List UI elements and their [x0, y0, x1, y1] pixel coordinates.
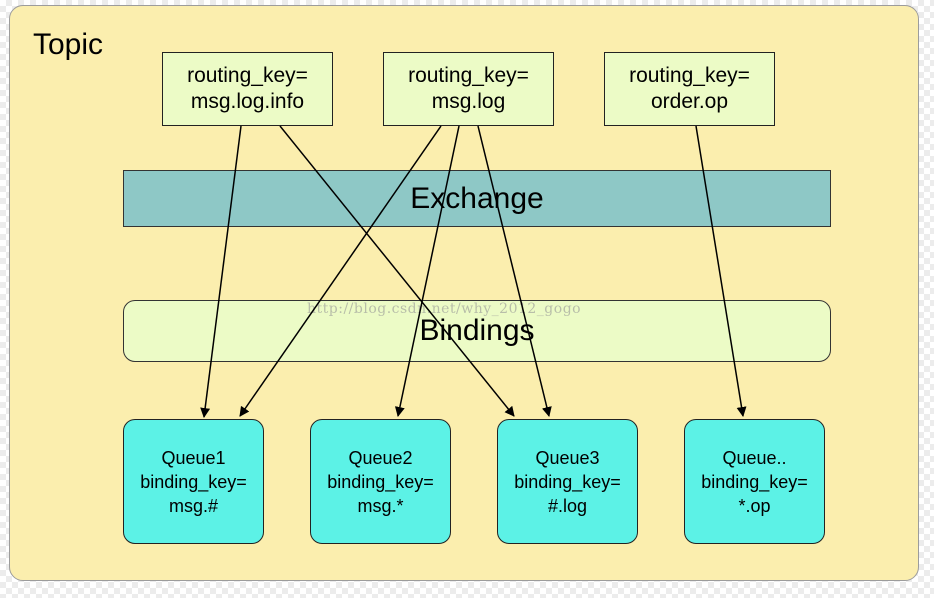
bindings-label: Bindings	[419, 314, 535, 347]
queue-box-more: Queue.. binding_key= *.op	[684, 419, 825, 544]
routing-key-box-msg-log-info: routing_key= msg.log.info	[162, 52, 333, 126]
routing-key-value: msg.log.info	[190, 90, 305, 113]
routing-key-box-msg-log: routing_key= msg.log	[383, 52, 554, 126]
arrow-msg-log-to-queue2	[394, 125, 460, 417]
arrow-msg-log-to-queue3b	[477, 125, 552, 417]
queue-name: Queue3	[535, 447, 600, 468]
binding-key-value: *.op	[738, 495, 771, 516]
routing-key-label: routing_key=	[629, 64, 750, 87]
queue-box-2: Queue2 binding_key= msg.*	[310, 419, 451, 544]
routing-key-value: msg.log	[431, 90, 506, 113]
exchange-bar: Exchange	[123, 170, 831, 227]
binding-key-label: binding_key=	[701, 471, 808, 492]
binding-key-value: #.log	[547, 495, 588, 516]
bindings-bar: Bindings	[123, 300, 831, 362]
binding-key-label: binding_key=	[327, 471, 434, 492]
diagram-title: Topic	[33, 28, 104, 61]
exchange-label: Exchange	[410, 181, 544, 215]
queue-name: Queue1	[161, 447, 226, 468]
binding-key-value: msg.#	[168, 495, 219, 516]
queue-box-3: Queue3 binding_key= #.log	[497, 419, 638, 544]
routing-key-label: routing_key=	[408, 64, 529, 87]
binding-key-value: msg.*	[357, 495, 404, 516]
routing-key-value: order.op	[650, 90, 729, 113]
routing-key-label: routing_key=	[187, 64, 308, 87]
arrow-msg-log-info-to-queue1	[200, 125, 242, 418]
arrow-msg-log-to-queue1	[239, 125, 442, 417]
routing-key-box-order-op: routing_key= order.op	[604, 52, 775, 126]
queue-box-1: Queue1 binding_key= msg.#	[123, 419, 264, 544]
queue-name: Queue..	[722, 447, 787, 468]
arrow-order-op-to-queue-more	[695, 125, 747, 417]
arrow-msg-log-info-to-queue3	[279, 125, 515, 417]
binding-key-label: binding_key=	[514, 471, 621, 492]
watermark-text: http://blog.csdn.net/why_2012_gogo	[307, 301, 582, 317]
queue-name: Queue2	[348, 447, 413, 468]
binding-key-label: binding_key=	[140, 471, 247, 492]
